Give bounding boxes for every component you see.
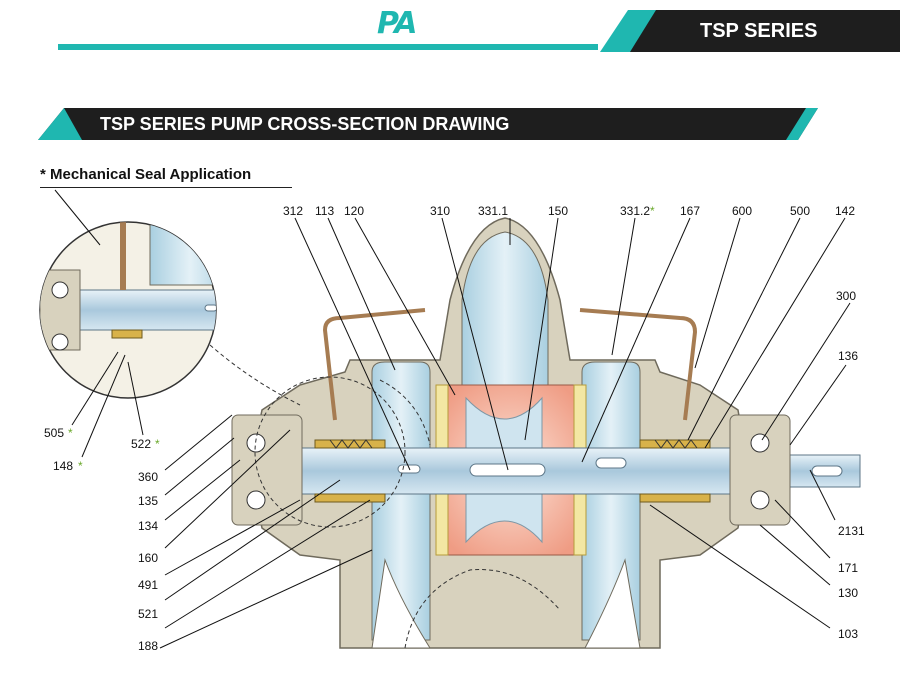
label-310: 310 <box>430 204 450 218</box>
label-522-star: * <box>155 437 160 451</box>
label-331-2-star: * <box>650 204 655 218</box>
label-135: 135 <box>138 494 158 508</box>
label-331-2: 331.2 <box>620 204 650 218</box>
brand-logo: PA <box>377 6 417 41</box>
label-167: 167 <box>680 204 700 218</box>
seal-water-pipe <box>322 308 698 421</box>
label-331-1: 331.1 <box>478 204 508 218</box>
label-113: 113 <box>315 204 334 218</box>
bearing-housings <box>231 414 791 526</box>
label-160: 160 <box>138 551 158 565</box>
label-312: 312 <box>283 204 303 218</box>
label-521: 521 <box>138 607 158 621</box>
leader-lines <box>54 189 851 649</box>
label-600: 600 <box>732 204 752 218</box>
label-300: 300 <box>836 289 856 303</box>
label-522: 522 <box>131 437 151 451</box>
label-130: 130 <box>838 586 858 600</box>
label-142: 142 <box>835 204 855 218</box>
subtitle-rule <box>40 187 292 188</box>
label-120: 120 <box>344 204 364 218</box>
label-136: 136 <box>838 349 858 363</box>
header-accent-line <box>58 44 598 50</box>
inset-leader <box>209 344 561 649</box>
seal-packings <box>314 439 711 503</box>
label-505: 505 <box>44 426 64 440</box>
label-500: 500 <box>790 204 810 218</box>
label-2131: 2131 <box>838 524 865 538</box>
label-148: 148 <box>53 459 73 473</box>
label-505-star: * <box>68 426 73 440</box>
subtitle: * Mechanical Seal Application <box>40 166 252 183</box>
label-188: 188 <box>138 639 158 653</box>
page-title: TSP SERIES PUMP CROSS-SECTION DRAWING <box>100 114 510 134</box>
series-tab <box>600 10 900 52</box>
title-bar <box>38 108 818 140</box>
label-150: 150 <box>548 204 568 218</box>
label-171: 171 <box>838 561 858 575</box>
label-103: 103 <box>838 627 858 641</box>
seal-inset <box>39 221 217 399</box>
label-134: 134 <box>138 519 158 533</box>
label-491: 491 <box>138 578 158 592</box>
label-360: 360 <box>138 470 158 484</box>
series-title: TSP SERIES <box>700 20 818 42</box>
label-148-star: * <box>78 459 83 473</box>
shaft <box>234 447 861 495</box>
